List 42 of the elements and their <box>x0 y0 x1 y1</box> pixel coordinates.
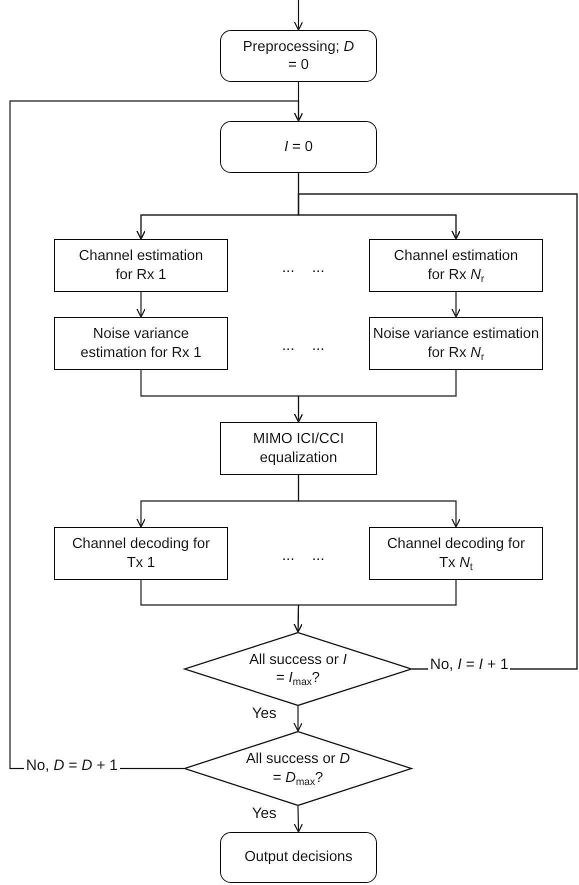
arrow <box>298 475 461 528</box>
process-box <box>220 30 377 82</box>
node-text: Noise variance estimation for Rx N$_{r}$ <box>372 325 540 362</box>
decision-diamond <box>184 731 412 806</box>
ellipsis-label: ... <box>312 260 325 275</box>
process-box <box>220 422 377 475</box>
terminal-box <box>220 832 377 883</box>
process-box <box>369 239 543 292</box>
arrow <box>293 706 303 732</box>
ellipsis-label: ... <box>312 338 325 353</box>
process-box <box>369 317 543 370</box>
node-text: Channel decoding for Tx 1 <box>71 535 211 572</box>
node-text: Noise variance estimation for Rx 1 <box>80 325 202 362</box>
node-text: MIMO ICI/CCI equalization <box>252 430 346 467</box>
arrow <box>136 292 146 318</box>
process-box <box>220 121 377 173</box>
arrow <box>294 580 457 633</box>
process-box <box>54 317 228 370</box>
process-box <box>54 239 228 292</box>
ellipsis-label: ... <box>282 548 295 563</box>
ellipsis-label: ... <box>312 548 325 563</box>
edge-label: No, I = I + 1 <box>428 656 510 674</box>
node-text: All success or D = D$_{max}$? <box>245 750 351 787</box>
arrow <box>294 0 304 31</box>
decision-diamond <box>184 632 412 706</box>
arrow <box>294 370 457 423</box>
ellipsis-label: ... <box>282 338 295 353</box>
arrow <box>298 193 578 670</box>
node-text: Channel decoding for Tx N$_{t}$ <box>386 535 526 572</box>
edge-label: No, D = D + 1 <box>24 757 120 775</box>
node-text: Channel estimation for Rx N$_{r}$ <box>392 247 520 284</box>
arrow <box>451 292 461 318</box>
process-box <box>369 527 543 580</box>
node-text: Preprocessing; D = 0 <box>242 38 356 74</box>
node-text: I = 0 <box>284 138 313 156</box>
arrow <box>9 100 304 770</box>
ellipsis-label: ... <box>282 260 295 275</box>
process-box <box>54 527 228 580</box>
node-text: All success or I = I$_{max}$? <box>248 650 348 688</box>
node-text: Channel estimation for Rx 1 <box>78 247 204 284</box>
arrow <box>294 806 303 833</box>
node-text: Output decisions <box>244 848 352 867</box>
